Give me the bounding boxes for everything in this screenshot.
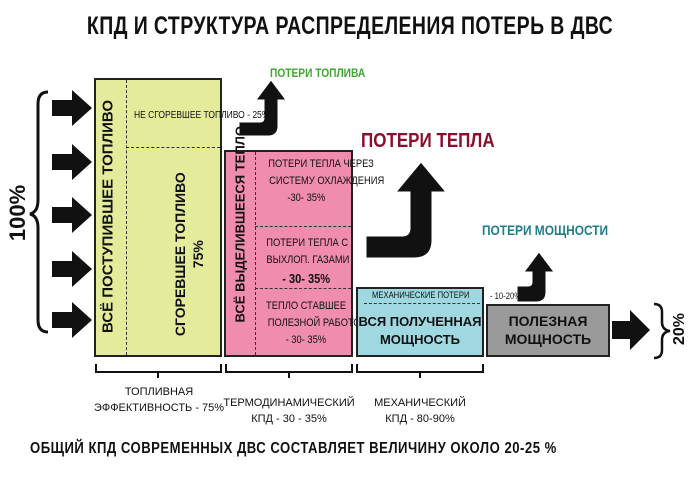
heat-split-line-2	[255, 288, 351, 289]
cooling-loss-label: ПОТЕРИ ТЕПЛА ЧЕРЕЗ СИСТЕМУ ОХЛАЖДЕНИЯ -3…	[268, 158, 385, 205]
useful-power-label: ПОЛЕЗНАЯ МОЩНОСТЬ	[504, 313, 592, 348]
input-arrows	[52, 90, 92, 338]
heat-split-line-1	[255, 226, 351, 227]
fuel-caption-brace-icon	[95, 364, 222, 373]
fuel-vertical-label: ВСЁ ПОСТУПИВШЕЕ ТОПЛИВО	[99, 100, 117, 334]
heat-loss-label: ПОТЕРИ ТЕПЛА	[361, 130, 495, 152]
arrow-right-icon	[52, 197, 92, 233]
thermo-caption-brace-icon	[225, 364, 353, 373]
arrow-right-icon	[52, 302, 92, 338]
fuel-loss-label: ПОТЕРИ ТОПЛИВА	[270, 66, 366, 80]
fuel-efficiency-caption: ТОПЛИВНАЯ ЭФФЕКТИВНОСТЬ - 75%	[93, 386, 225, 414]
mech-loss-value: - 10-20%	[490, 291, 522, 301]
heat-divider	[255, 152, 256, 355]
mech-power-label: ВСЯ ПОЛУЧЕННАЯ МОЩНОСТЬ	[358, 314, 482, 347]
arrow-up-bend-icon	[365, 161, 448, 259]
mech-loss-note: МЕХАНИЧЕСКИЕ ПОТЕРИ	[372, 290, 470, 300]
useful-power-box	[486, 304, 610, 357]
fuel-box	[94, 78, 222, 357]
useful-heat-label: ТЕПЛО СТАВШЕЕ ПОЛЕЗНОЙ РАБОТОЙ - 30- 35%	[266, 300, 368, 347]
mech-efficiency-caption: МЕХАНИЧЕСКИЙ КПД - 80-90%	[374, 397, 466, 425]
mech-box	[356, 287, 484, 357]
heat-box	[224, 150, 353, 357]
power-loss-label: ПОТЕРИ МОЩНОСТИ	[482, 222, 609, 238]
output-percent-label: 20%	[671, 312, 688, 346]
right-brace-icon	[653, 302, 671, 360]
input-percent-label: 100%	[5, 184, 30, 242]
thermo-efficiency-caption: ТЕРМОДИНАМИЧЕСКИЙ КПД - 30 - 35%	[223, 397, 355, 425]
unburned-fuel-label: НЕ СГОРЕВШЕЕ ТОПЛИВО - 25%	[134, 110, 270, 121]
mech-caption-brace-icon	[356, 364, 484, 373]
heat-vertical-label: ВСЁ ВЫДЕЛИВШЕЕСЯ ТЕПЛО	[232, 126, 248, 323]
arrow-right-icon	[52, 144, 92, 180]
arrow-up-bend-icon	[516, 251, 555, 303]
exhaust-loss-label: ПОТЕРИ ТЕПЛА С ВЫХЛОП. ГАЗАМИ - 30- 35%	[266, 237, 350, 287]
footer-summary: ОБЩИЙ КПД СОВРЕМЕННЫХ ДВС СОСТАВЛЯЕТ ВЕЛ…	[30, 440, 557, 457]
burned-fuel-label: СГОРЕВШЕЕ ТОПЛИВО 75%	[171, 172, 206, 337]
arrow-up-bend-icon	[238, 79, 287, 137]
fuel-divider	[126, 80, 127, 355]
arrow-right-icon	[52, 251, 92, 287]
fuel-split-line	[126, 147, 220, 148]
left-brace-icon	[29, 90, 49, 334]
page-title: КПД И СТРУКТУРА РАСПРЕДЕЛЕНИЯ ПОТЕРЬ В Д…	[86, 12, 614, 40]
arrow-right-icon	[52, 90, 92, 126]
arrow-right-icon	[612, 310, 650, 350]
mech-split-line	[364, 303, 480, 304]
